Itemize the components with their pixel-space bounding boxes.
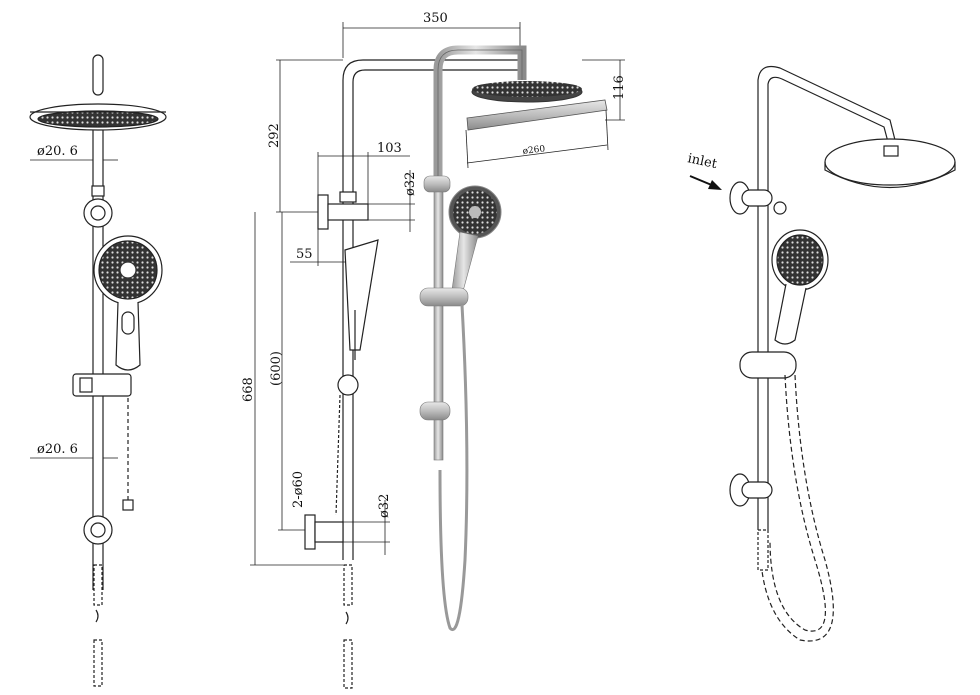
render-hose — [438, 304, 469, 631]
render-head-height-label: 116 — [612, 75, 627, 100]
front-head-nozzles — [37, 110, 159, 128]
iso-arm — [757, 65, 896, 190]
side-arm — [342, 59, 520, 195]
side-hand-shower — [344, 239, 379, 351]
side-bottom-diameter-label: ø32 — [377, 494, 392, 518]
iso-inlet-label: inlet — [686, 151, 719, 172]
iso-hose — [769, 374, 826, 632]
side-inlet-diameter-label: ø32 — [403, 172, 418, 196]
iso-slider — [739, 351, 797, 379]
front-arm-diameter-label: ø20. 6 — [37, 144, 78, 159]
render-slider — [419, 287, 469, 307]
render-head-diameter-label: ø260 — [522, 144, 546, 157]
side-slider — [337, 374, 359, 396]
front-view — [29, 54, 167, 687]
side-lower-bracket — [304, 514, 316, 550]
side-diverter — [327, 203, 369, 221]
rendered-view — [419, 45, 608, 631]
side-mount-holes-label: 2-ø60 — [291, 471, 306, 508]
front-top-stub — [92, 54, 104, 96]
side-view — [304, 59, 520, 689]
iso-view — [729, 65, 956, 642]
side-arm-length-label: 350 — [423, 11, 448, 26]
inlet-arrow — [689, 175, 722, 190]
front-rail-diameter-label: ø20. 6 — [37, 442, 78, 457]
render-dimensions — [465, 59, 625, 169]
side-total-height-label: 668 — [241, 377, 256, 402]
side-centres-label: (600) — [269, 351, 284, 386]
render-diverter — [423, 175, 451, 193]
side-inlet-flange — [317, 194, 329, 230]
side-diverter-depth-label: 103 — [377, 141, 402, 156]
side-dimensions — [250, 22, 521, 566]
render-lower-bracket — [419, 401, 451, 421]
side-handset-offset-label: 55 — [296, 247, 313, 262]
side-upper-height-label: 292 — [267, 123, 282, 148]
